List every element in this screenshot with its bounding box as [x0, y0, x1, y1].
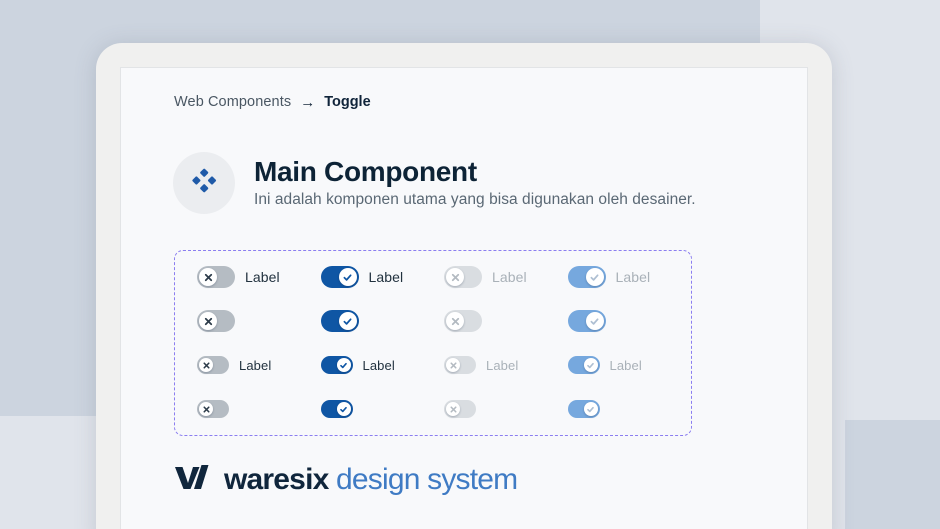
toggle-cell: Label	[197, 356, 321, 374]
page-title: Main Component	[254, 155, 477, 187]
toggle-switch-on-disabled-lg	[567, 310, 606, 332]
toggle-cell	[444, 400, 568, 418]
toggle-cell: Label	[320, 356, 445, 374]
logo-tagline: design system	[328, 462, 518, 496]
toggle-label: Label	[368, 269, 404, 285]
toggle-switch-on-disabled-lg	[567, 266, 606, 288]
close-icon	[199, 268, 217, 286]
toggle-cell: Label	[567, 266, 692, 288]
toggle-cell	[197, 310, 321, 332]
close-icon	[199, 312, 217, 330]
check-icon	[338, 312, 357, 330]
background-block-right	[845, 420, 940, 529]
toggle-switch-off-disabled-lg	[444, 266, 482, 288]
toggle-switch-on-disabled-sm	[567, 400, 600, 418]
breadcrumb: Web Components → Toggle	[174, 94, 371, 110]
check-icon	[583, 402, 598, 416]
close-icon	[446, 312, 464, 330]
logo-wordmark: waresix design system	[224, 462, 518, 496]
breadcrumb-arrow-icon: →	[300, 93, 316, 111]
toggle-switch-on-disabled-sm	[567, 356, 600, 374]
page-header: Main Component Ini adalah komponen utama…	[173, 152, 696, 214]
toggle-label: Label	[362, 357, 395, 373]
check-icon	[338, 268, 357, 286]
toggle-switch-off-lg[interactable]	[197, 266, 235, 288]
toggle-switch-off-lg[interactable]	[197, 310, 235, 332]
close-icon	[199, 358, 213, 372]
header-text-block: Main Component Ini adalah komponen utama…	[254, 155, 696, 211]
toggle-cell	[567, 310, 692, 332]
toggle-cell	[197, 400, 321, 418]
toggle-label: Label	[615, 269, 651, 285]
breadcrumb-item-toggle[interactable]: Toggle	[324, 94, 371, 110]
toggle-switch-on-sm[interactable]	[320, 400, 353, 418]
toggle-cell: Label	[320, 266, 445, 288]
toggle-cell: Label	[444, 266, 568, 288]
toggle-cell	[320, 310, 445, 332]
toggle-switch-off-sm[interactable]	[197, 356, 229, 374]
toggle-label: Label	[486, 357, 519, 373]
toggle-label: Label	[492, 269, 527, 285]
check-icon	[336, 402, 351, 416]
close-icon	[446, 268, 464, 286]
toggle-cell: Label	[197, 266, 321, 288]
toggle-switch-off-disabled-sm	[444, 400, 476, 418]
toggle-switch-on-sm[interactable]	[320, 356, 353, 374]
toggle-switch-off-disabled-lg	[444, 310, 482, 332]
close-icon	[199, 402, 213, 416]
app-screen: Web Components → Toggle	[120, 67, 808, 529]
check-icon	[336, 358, 351, 372]
logo-brand: waresix	[224, 462, 329, 496]
toggle-cell: Label	[444, 356, 568, 374]
toggle-switch-off-disabled-sm	[444, 356, 476, 374]
check-icon	[585, 268, 604, 286]
toggle-switch-on-lg[interactable]	[320, 310, 359, 332]
breadcrumb-item-web-components[interactable]: Web Components	[174, 94, 292, 110]
close-icon	[446, 402, 460, 416]
toggle-cell	[444, 310, 568, 332]
toggle-cell	[567, 400, 692, 418]
toggle-cell	[320, 400, 445, 418]
toggle-switch-off-sm[interactable]	[197, 400, 229, 418]
diamond-cluster-icon	[191, 168, 217, 199]
header-icon-badge	[173, 152, 235, 214]
check-icon	[585, 312, 604, 330]
toggle-cell: Label	[567, 356, 692, 374]
toggle-label: Label	[239, 357, 272, 373]
waresix-logo: waresix design system	[174, 462, 518, 496]
toggle-label: Label	[245, 269, 280, 285]
waresix-w-mark-icon	[174, 464, 212, 495]
close-icon	[446, 358, 460, 372]
toggle-switch-on-lg[interactable]	[320, 266, 359, 288]
page-subtitle: Ini adalah komponen utama yang bisa digu…	[254, 191, 696, 209]
toggle-label: Label	[609, 357, 642, 373]
check-icon	[583, 358, 598, 372]
